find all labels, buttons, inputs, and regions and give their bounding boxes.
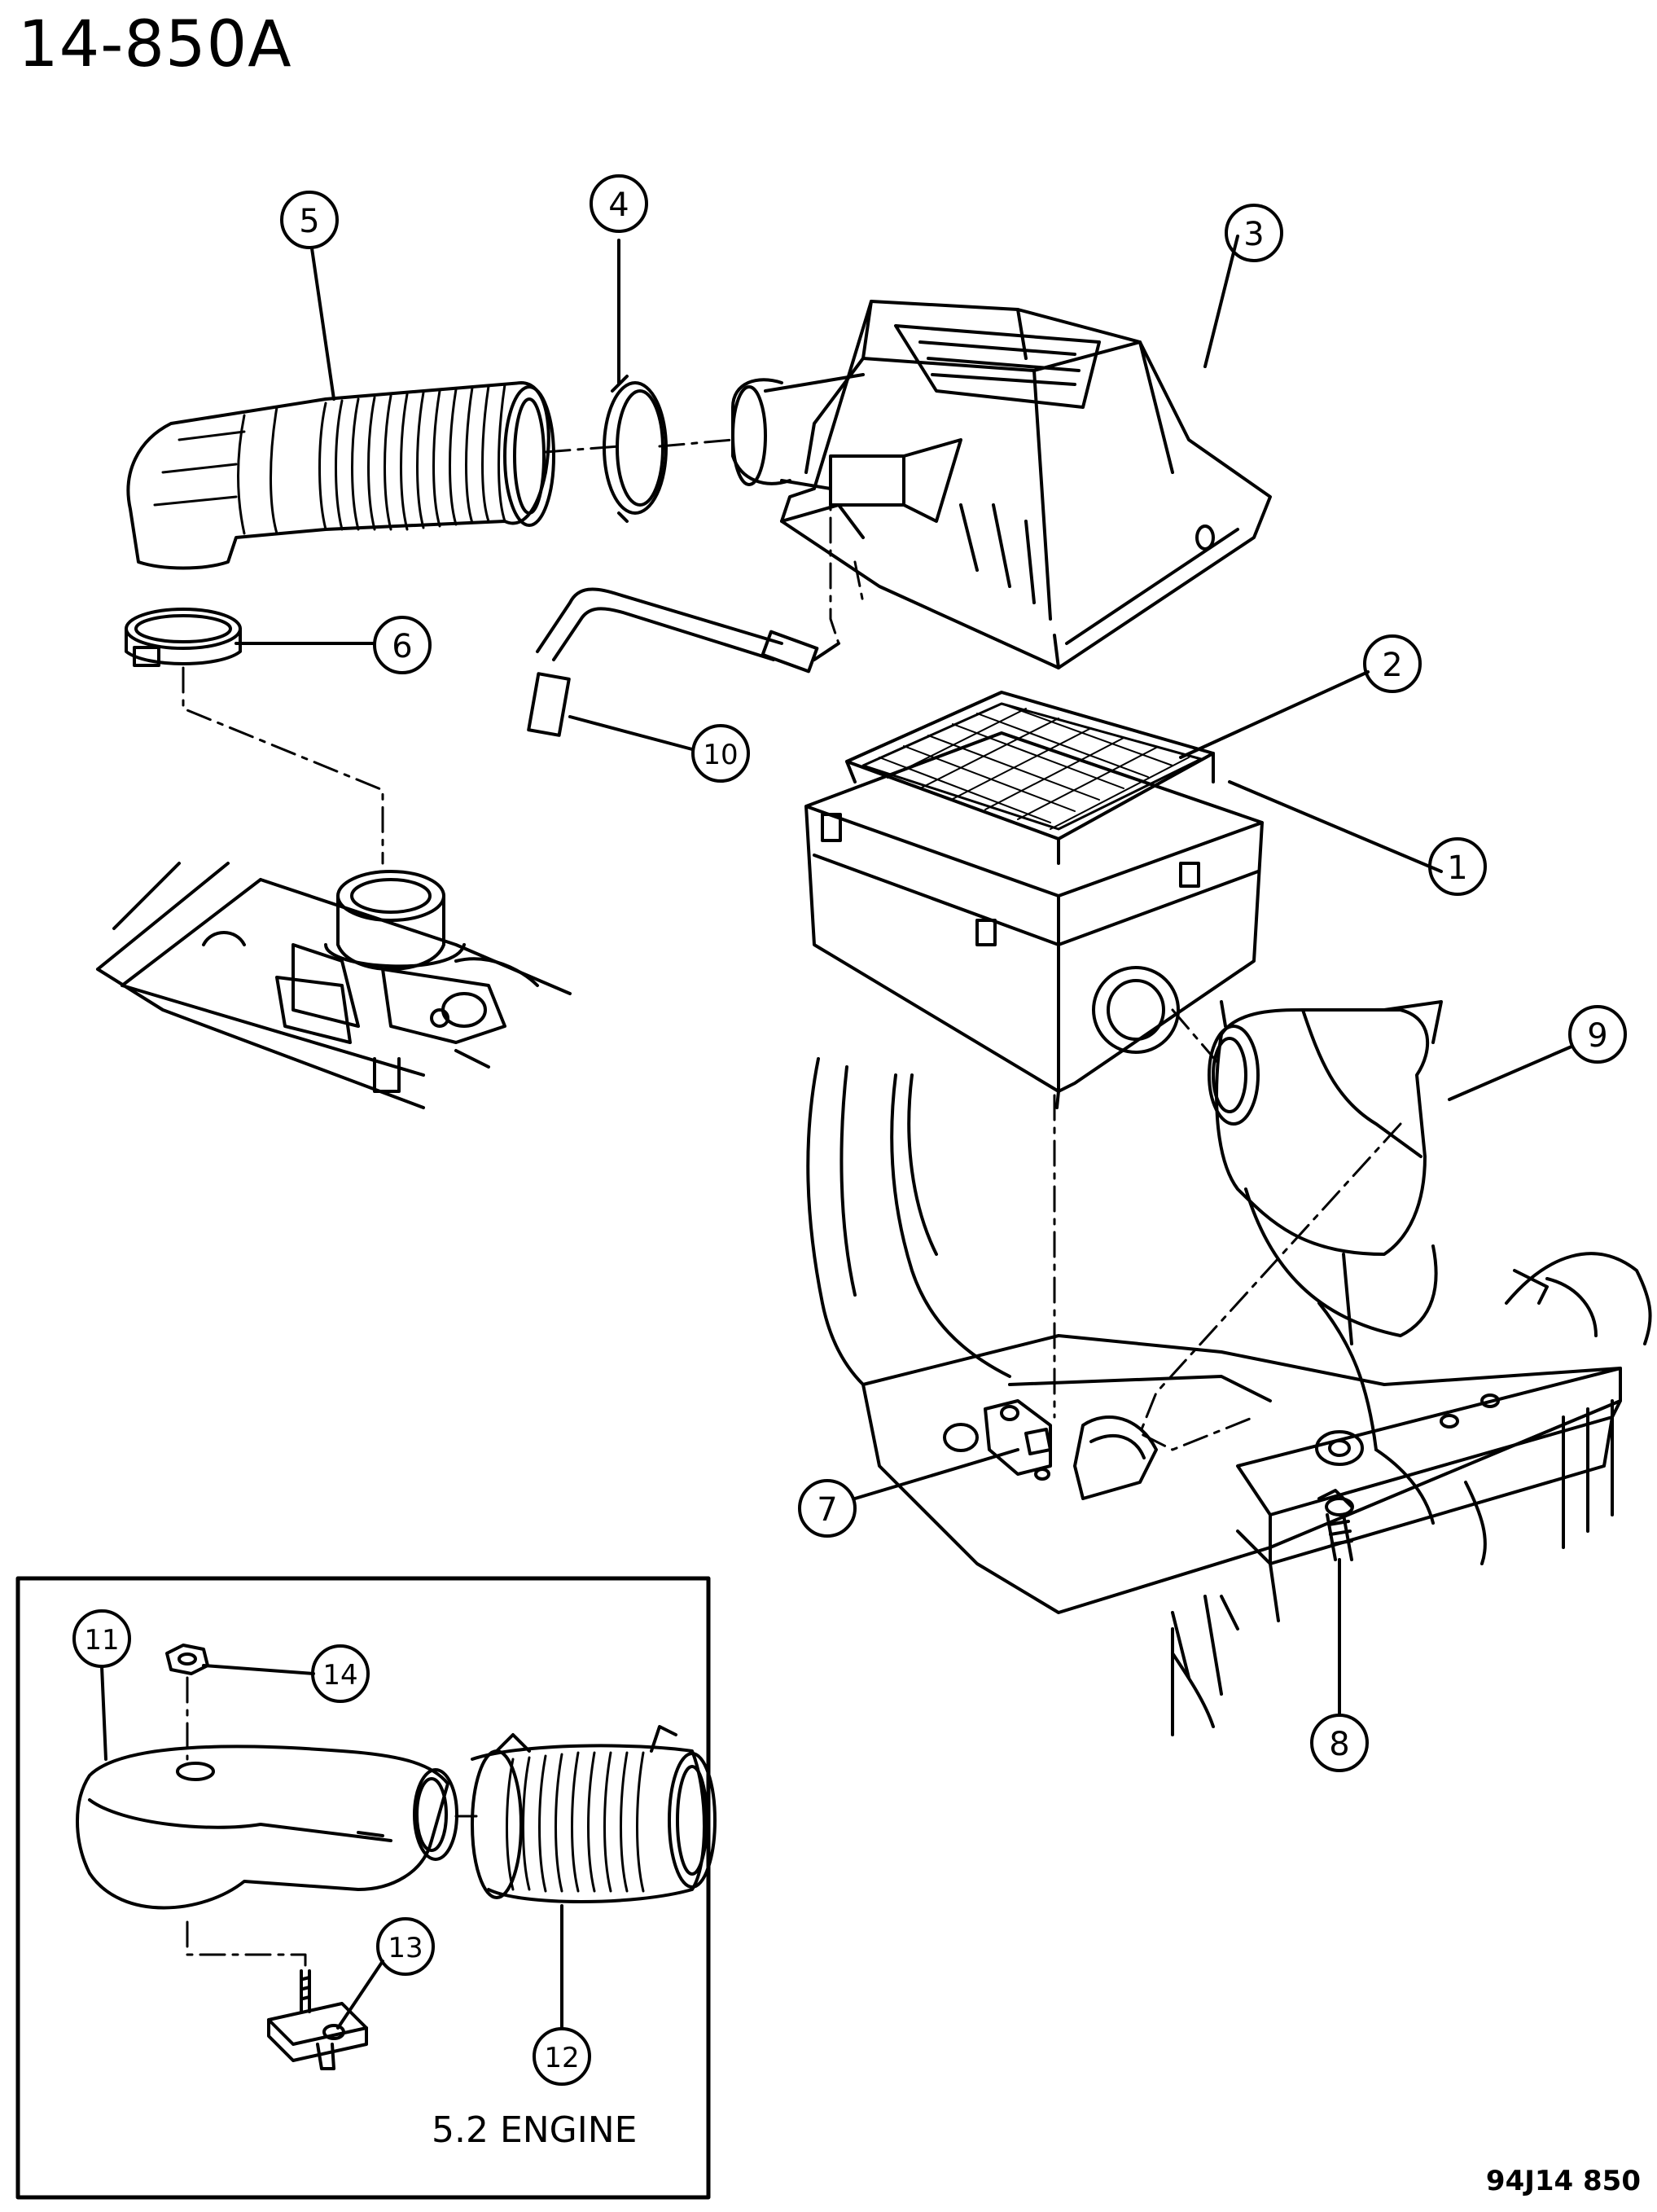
callout-2-label: 2	[1382, 647, 1402, 684]
callout-9-label: 9	[1587, 1017, 1607, 1055]
fender-structure	[806, 1057, 1652, 1736]
throttle-body	[96, 862, 572, 1109]
reference-code: 94J14 850	[1485, 2165, 1641, 2197]
callout-12-label: 12	[544, 2042, 579, 2074]
nut-7	[984, 1399, 1052, 1476]
callout-8-label: 8	[1329, 1726, 1349, 1763]
inset-parts	[76, 1644, 717, 2070]
callouts-main	[235, 174, 1627, 1772]
callout-5-label: 5	[299, 203, 319, 240]
page-id: 14-850A	[18, 8, 292, 81]
bolt-8	[1317, 1489, 1354, 1561]
inset-frame	[15, 1576, 711, 2200]
callout-4-label: 4	[608, 187, 629, 224]
callout-7-label: 7	[817, 1491, 837, 1529]
intake-scoop	[1208, 1000, 1443, 1345]
callouts-inset	[72, 1609, 591, 2086]
inset-caption: 5.2 ENGINE	[432, 2109, 638, 2151]
air-cleaner-housing	[804, 731, 1264, 1109]
hose-clamp-4	[603, 375, 668, 523]
callout-6-label: 6	[392, 628, 412, 665]
inset-centerlines	[186, 1676, 478, 1973]
vacuum-hose	[527, 587, 840, 737]
callout-14-label: 14	[322, 1659, 357, 1692]
hose-clamp-6	[125, 608, 242, 667]
intake-duct-hose	[126, 381, 555, 570]
callout-10-label: 10	[703, 739, 738, 771]
callout-13-label: 13	[388, 1932, 423, 1964]
callout-11-label: 11	[84, 1624, 119, 1657]
air-cleaner-cover	[731, 300, 1272, 669]
assembly-centerlines	[182, 438, 1402, 1451]
callout-1-label: 1	[1447, 849, 1467, 887]
callout-3-label: 3	[1243, 216, 1264, 253]
air-filter-element	[845, 691, 1215, 865]
